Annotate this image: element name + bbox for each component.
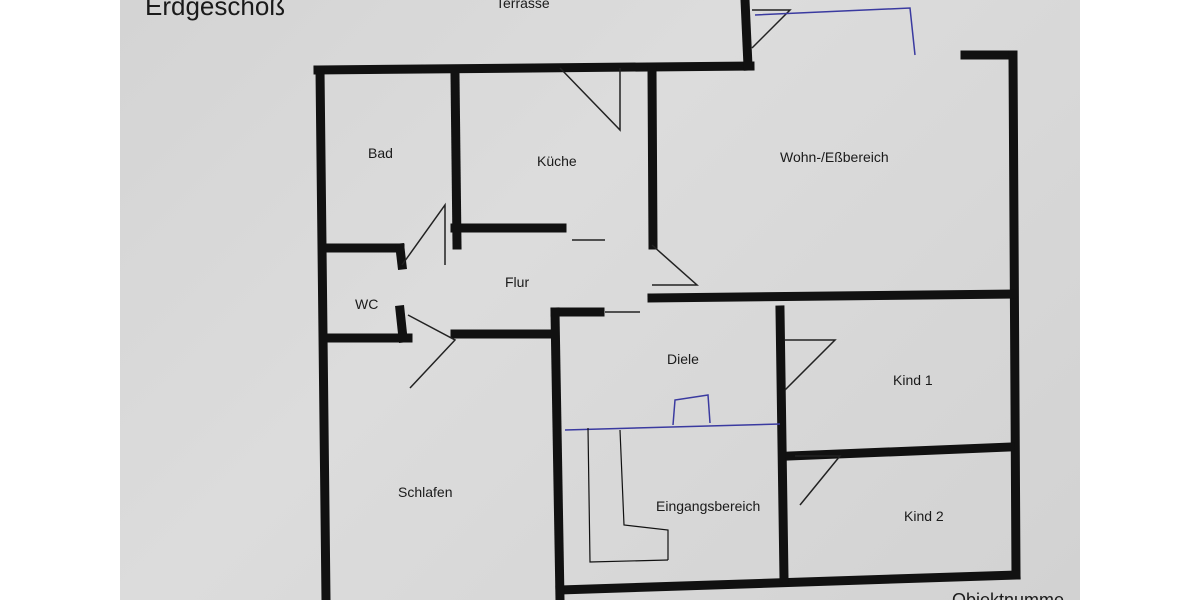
room-label-bedroom: Schlafen <box>398 484 452 500</box>
entrance-path <box>587 427 669 563</box>
room-label-wc: WC <box>355 296 378 312</box>
plan-title: Erdgeschoß <box>145 0 285 21</box>
door-swings <box>401 9 842 506</box>
room-label-child1: Kind 1 <box>893 372 933 388</box>
room-label-hallway: Flur <box>505 274 529 290</box>
room-label-living: Wohn-/Eßbereich <box>780 149 889 165</box>
room-label-terrace: Terrasse <box>496 0 550 11</box>
room-label-entrance: Eingangsbereich <box>656 498 760 514</box>
room-label-diele: Diele <box>667 351 699 367</box>
room-label-kitchen: Küche <box>537 153 577 169</box>
walls <box>313 0 1021 600</box>
paper-sheet <box>120 0 1080 600</box>
object-number-label: Objektnumme <box>952 590 1064 600</box>
room-label-bath: Bad <box>368 145 393 161</box>
pen-markings <box>564 7 916 431</box>
room-label-child2: Kind 2 <box>904 508 944 524</box>
